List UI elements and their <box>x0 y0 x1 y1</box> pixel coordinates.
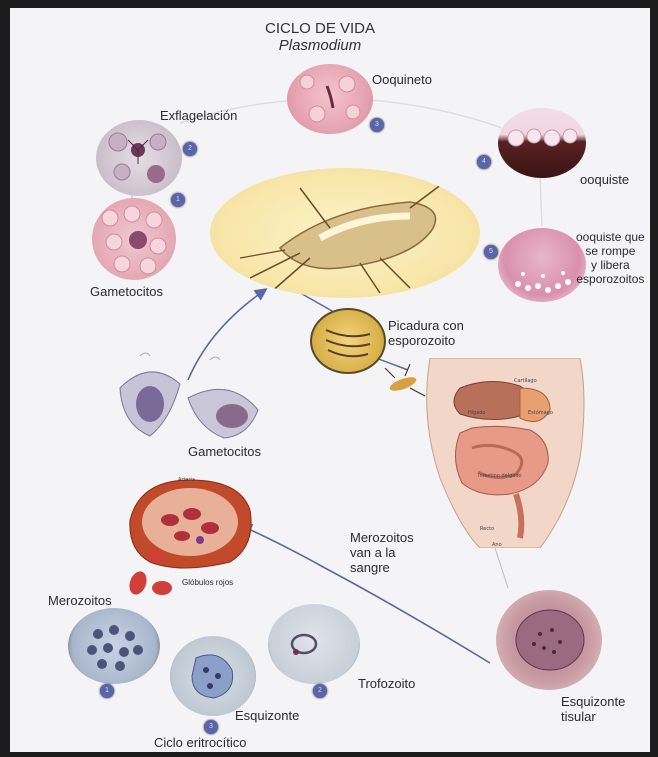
lifecycle-diagram: CICLO DE VIDA Plasmodium Ooquineto 3 Exf… <box>10 8 650 752</box>
stage-badge: 1 <box>100 684 114 698</box>
label-arteria: Arteria <box>178 477 195 483</box>
label-globulos: Glóbulos rojos <box>182 578 233 588</box>
esquizonte-image <box>170 636 256 716</box>
label-merozoitos: Merozoitos <box>48 593 112 608</box>
trofozoito-image <box>268 604 360 684</box>
esquizonte-tisular-image <box>496 590 602 690</box>
label-esquizonte-tisular: Esquizonte tisular <box>561 694 625 724</box>
stage-badge: 2 <box>313 684 327 698</box>
label-merozoitos-sangre: Merozoitos van a la sangre <box>350 530 414 575</box>
label-esquizonte: Esquizonte <box>235 708 299 723</box>
label-trofozoito: Trofozoito <box>358 676 415 691</box>
label-ciclo-eritrocitico: Ciclo eritrocítico <box>154 735 246 750</box>
merozoitos-image <box>68 608 160 684</box>
stage-badge: 3 <box>204 720 218 734</box>
